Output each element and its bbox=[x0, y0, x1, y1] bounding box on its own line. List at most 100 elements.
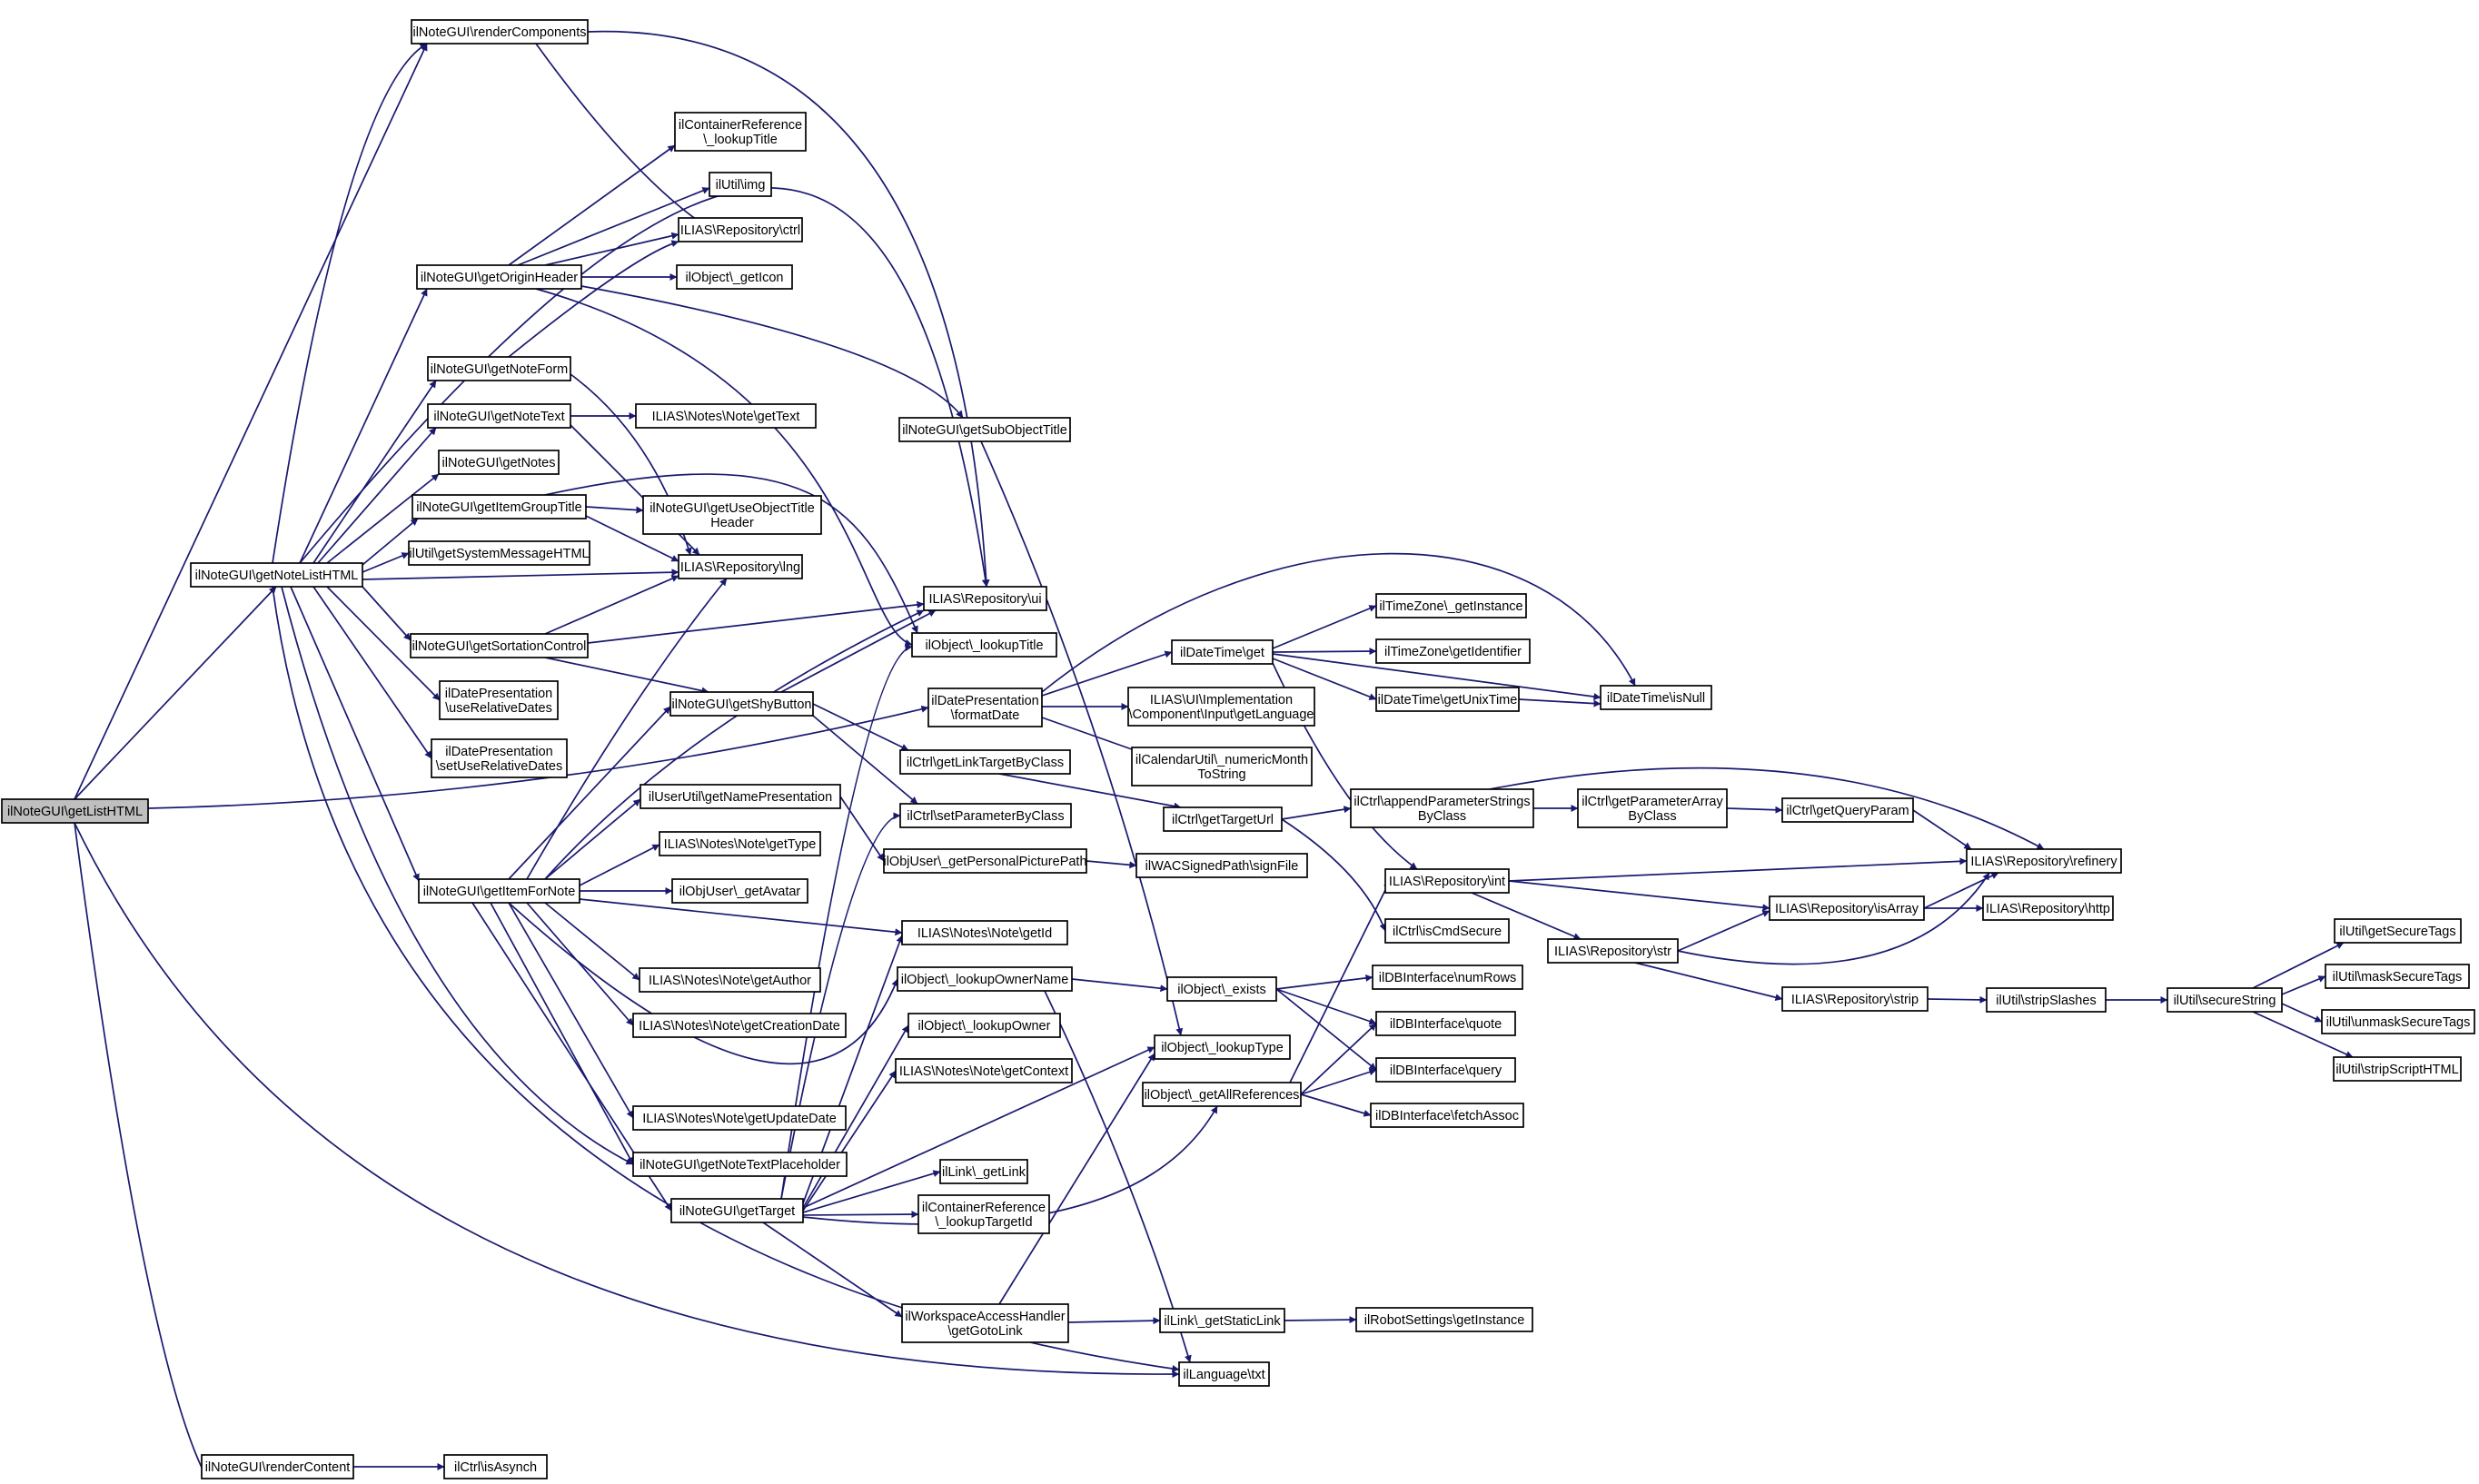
node-notegettype[interactable]: ILIAS\Notes\Note\getType bbox=[659, 831, 821, 856]
node-root[interactable]: ilNoteGUI\getListHTML bbox=[1, 798, 149, 824]
node-notegettext[interactable]: ILIAS\Notes\Note\getText bbox=[635, 403, 817, 429]
node-repostrip[interactable]: ILIAS\Repository\strip bbox=[1781, 986, 1929, 1012]
edge-getsubobjecttitle-to-objlookuptype bbox=[980, 440, 1184, 1036]
node-dbquery[interactable]: ilDBInterface\query bbox=[1375, 1057, 1516, 1083]
node-masksecuretags[interactable]: ilUtil\maskSecureTags bbox=[2325, 964, 2470, 989]
node-ctrlgetqueryparam[interactable]: ilCtrl\getQueryParam bbox=[1781, 797, 1914, 823]
node-timezonegetinstance[interactable]: ilTimeZone\_getInstance bbox=[1375, 593, 1527, 618]
node-getsubobjecttitle[interactable]: ilNoteGUI\getSubObjectTitle bbox=[898, 417, 1071, 442]
node-datetimeisnull[interactable]: ilDateTime\isNull bbox=[1600, 685, 1712, 710]
edge-getitemgrouptitle-to-repolng bbox=[585, 515, 679, 562]
node-label: \Component\Input\getLanguage bbox=[1129, 707, 1314, 722]
node-linkgetstaticlink[interactable]: ilLink\_getStaticLink bbox=[1159, 1308, 1285, 1333]
node-objlookuptype[interactable]: ilObject\_lookupType bbox=[1154, 1034, 1291, 1060]
node-lookupownername[interactable]: ilObject\_lookupOwnerName bbox=[897, 966, 1073, 992]
node-label: ilObject\_lookupTitle bbox=[925, 638, 1043, 653]
node-setparameterbyclass[interactable]: ilCtrl\setParameterByClass bbox=[899, 803, 1072, 828]
edge-getnoteform-to-repoctrl bbox=[508, 240, 679, 358]
node-repoisarray[interactable]: ILIAS\Repository\isArray bbox=[1769, 895, 1925, 921]
node-gettarget[interactable]: ilNoteGUI\getTarget bbox=[670, 1198, 804, 1223]
node-rendercomponents[interactable]: ilNoteGUI\renderComponents bbox=[411, 19, 589, 45]
node-userelativedates[interactable]: ilDatePresentation\useRelativeDates bbox=[439, 680, 559, 720]
node-notegetcontext[interactable]: ILIAS\Notes\Note\getContext bbox=[895, 1058, 1073, 1083]
node-getsystemmessagehtml[interactable]: ilUtil\getSystemMessageHTML bbox=[408, 540, 590, 566]
node-repoctrl[interactable]: ILIAS\Repository\ctrl bbox=[678, 217, 803, 242]
node-ctrliscmdsecure[interactable]: ilCtrl\isCmdSecure bbox=[1384, 918, 1510, 944]
edge-gettarget-to-objgetallreferences bbox=[802, 1105, 1218, 1225]
node-getnamepresentation[interactable]: ilUserUtil\getNamePresentation bbox=[640, 784, 841, 809]
node-setuserelativedates[interactable]: ilDatePresentation\setUseRelativeDates bbox=[431, 738, 568, 778]
node-notegetupdatedate[interactable]: ILIAS\Notes\Note\getUpdateDate bbox=[632, 1105, 847, 1131]
node-objexists[interactable]: ilObject\_exists bbox=[1166, 976, 1277, 1002]
node-getnoteform[interactable]: ilNoteGUI\getNoteForm bbox=[427, 356, 571, 381]
edge-repostr-to-repoisarray bbox=[1677, 910, 1770, 952]
node-dbquote[interactable]: ilDBInterface\quote bbox=[1375, 1011, 1516, 1036]
node-box bbox=[1375, 593, 1527, 618]
node-box bbox=[917, 1194, 1050, 1234]
node-getoriginheader[interactable]: ilNoteGUI\getOriginHeader bbox=[416, 264, 582, 290]
node-label: ilNoteGUI\getOriginHeader bbox=[421, 271, 578, 285]
node-getpersonalpicturepath[interactable]: ilObjUser\_getPersonalPicturePath bbox=[883, 848, 1087, 874]
edge-datetimeget-to-timezonegetinstance bbox=[1272, 605, 1377, 649]
node-objgetallreferences[interactable]: ilObject\_getAllReferences bbox=[1142, 1082, 1302, 1107]
node-getitemgrouptitle[interactable]: ilNoteGUI\getItemGroupTitle bbox=[412, 494, 587, 519]
node-languagetxt[interactable]: ilLanguage\txt bbox=[1178, 1361, 1270, 1387]
node-repohttp[interactable]: ILIAS\Repository\http bbox=[1982, 895, 2114, 921]
node-securestring[interactable]: ilUtil\secureString bbox=[2167, 987, 2283, 1013]
node-getnotes[interactable]: ilNoteGUI\getNotes bbox=[438, 450, 560, 475]
node-unmasksecuretags[interactable]: ilUtil\unmaskSecureTags bbox=[2321, 1009, 2475, 1034]
node-notegetcreationdate[interactable]: ILIAS\Notes\Note\getCreationDate bbox=[632, 1013, 847, 1038]
node-getnotetext[interactable]: ilNoteGUI\getNoteText bbox=[427, 403, 571, 429]
node-getgotolink[interactable]: ilWorkspaceAccessHandler\getGotoLink bbox=[901, 1303, 1069, 1343]
edge-objexists-to-dbnumrows bbox=[1275, 974, 1373, 990]
node-getnotelisthtml[interactable]: ilNoteGUI\getNoteListHTML bbox=[190, 562, 363, 588]
node-rendercontent[interactable]: ilNoteGUI\renderContent bbox=[201, 1454, 354, 1479]
node-getsecuretags[interactable]: ilUtil\getSecureTags bbox=[2334, 918, 2462, 944]
node-objgeticon[interactable]: ilObject\_getIcon bbox=[676, 264, 793, 290]
node-signfile[interactable]: ilWACSignedPath\signFile bbox=[1135, 853, 1308, 878]
node-getsortationcontrol[interactable]: ilNoteGUI\getSortationControl bbox=[410, 633, 589, 658]
node-repostr[interactable]: ILIAS\Repository\str bbox=[1547, 938, 1679, 964]
node-formatdate[interactable]: ilDatePresentation\formatDate bbox=[927, 688, 1043, 727]
node-repoui[interactable]: ILIAS\Repository\ui bbox=[923, 586, 1047, 611]
node-getlinktargetbyclass[interactable]: ilCtrl\getLinkTargetByClass bbox=[899, 749, 1071, 775]
node-dbnumrows[interactable]: ilDBInterface\numRows bbox=[1372, 965, 1523, 990]
node-stripscripthtml[interactable]: ilUtil\stripScriptHTML bbox=[2333, 1056, 2462, 1082]
node-box bbox=[632, 1152, 848, 1177]
node-utilimg[interactable]: ilUtil\img bbox=[709, 172, 772, 197]
node-ctrlisasynch[interactable]: ilCtrl\isAsynch bbox=[443, 1454, 548, 1479]
node-label: ilLanguage\txt bbox=[1183, 1368, 1264, 1382]
node-getnotetextplaceholder[interactable]: ilNoteGUI\getNoteTextPlaceholder bbox=[632, 1152, 848, 1177]
node-box bbox=[1350, 788, 1534, 828]
node-gettargeturl[interactable]: ilCtrl\getTargetUrl bbox=[1163, 806, 1283, 832]
node-box bbox=[1600, 685, 1712, 710]
node-robotsettingsgetinstance[interactable]: ilRobotSettings\getInstance bbox=[1355, 1307, 1533, 1332]
node-objlookuptitle[interactable]: ilObject\_lookupTitle bbox=[911, 632, 1057, 658]
node-dbfetchassoc[interactable]: ilDBInterface\fetchAssoc bbox=[1370, 1103, 1524, 1128]
node-lookupowner[interactable]: ilObject\_lookupOwner bbox=[907, 1013, 1061, 1038]
node-containerreflookuptargetid[interactable]: ilContainerReference\_lookupTargetId bbox=[917, 1194, 1050, 1234]
node-box bbox=[923, 586, 1047, 611]
node-datetimeget[interactable]: ilDateTime\get bbox=[1171, 639, 1274, 665]
node-notegetid[interactable]: ILIAS\Notes\Note\getId bbox=[901, 920, 1068, 945]
node-stripslashes[interactable]: ilUtil\stripSlashes bbox=[1986, 987, 2107, 1013]
node-objusergetavatar[interactable]: ilObjUser\_getAvatar bbox=[671, 878, 808, 904]
node-reporefinery[interactable]: ILIAS\Repository\refinery bbox=[1966, 848, 2122, 874]
node-getitemfornote[interactable]: ilNoteGUI\getItemForNote bbox=[418, 878, 580, 904]
edge-gettarget-to-linkgetlink bbox=[802, 1170, 941, 1213]
node-repolng[interactable]: ILIAS\Repository\lng bbox=[678, 554, 803, 579]
node-label: ilObject\_exists bbox=[1177, 983, 1266, 997]
node-containerreflookuptitle[interactable]: ilContainerReference\_lookupTitle bbox=[674, 112, 807, 152]
node-notegetauthor[interactable]: ILIAS\Notes\Note\getAuthor bbox=[639, 967, 821, 993]
node-timezonegetidentifier[interactable]: ilTimeZone\getIdentifier bbox=[1375, 638, 1531, 664]
node-label: ilWorkspaceAccessHandler bbox=[905, 1310, 1065, 1324]
node-linkgetlink[interactable]: ilLink\_getLink bbox=[939, 1159, 1028, 1184]
node-repoint[interactable]: ILIAS\Repository\int bbox=[1384, 868, 1510, 894]
node-datetimegetunixtime[interactable]: ilDateTime\getUnixTime bbox=[1375, 687, 1520, 712]
node-getshybutton[interactable]: ilNoteGUI\getShyButton bbox=[669, 691, 814, 717]
node-getlanguage[interactable]: ILIAS\UI\Implementation\Component\Input\… bbox=[1127, 687, 1315, 727]
